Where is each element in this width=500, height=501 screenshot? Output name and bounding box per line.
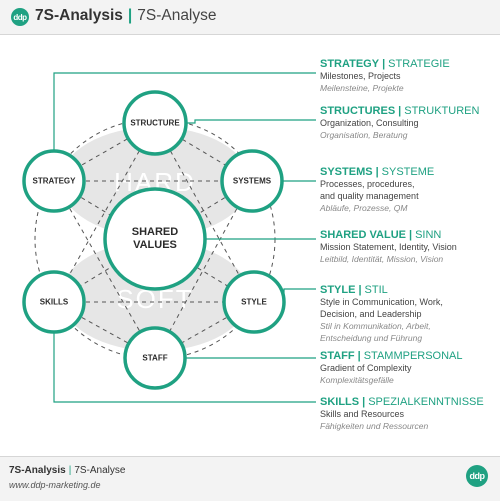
legend-systems: SYSTEMS|SYSTEME Processes, procedures, a… [320,166,498,214]
node-circles [22,90,286,390]
legend-strategy: STRATEGY|STRATEGIE Milestones, Projects … [320,58,498,94]
legend-title-en: STRUCTURES [320,105,396,117]
node-shared-values[interactable]: SHARED VALUES [110,226,200,252]
legend-desc-de: Entscheidung und Führung [320,333,423,343]
legend-title-de: SYSTEME [381,166,435,178]
legend-staff: STAFF|STAMMPERSONAL Gradient of Complexi… [320,350,498,386]
ddp-logo-icon[interactable]: ddp [11,8,29,26]
legend-desc-de: Fähigkeiten und Ressourcen [320,421,429,431]
node-strategy[interactable]: STRATEGY [32,176,76,186]
ddp-footer-logo-icon[interactable]: ddp [466,465,488,487]
shared-values-line-2: VALUES [133,239,177,251]
legend-title-de: SINN [415,229,442,241]
node-systems[interactable]: SYSTEMS [232,176,272,186]
header-bar: ddp 7S-Analysis|7S-Analyse [0,0,500,35]
legend-title-de: STAMMPERSONAL [363,350,463,362]
shared-values-line-1: SHARED [131,226,179,238]
legend-desc-en: and quality management [320,191,419,201]
legend-title-en: STAFF [320,350,355,362]
legend-desc-de: Leitbild, Identität, Mission, Vision [320,254,444,264]
legend-desc-de: Abläufe, Prozesse, QM [320,203,408,213]
strategy-circle [22,149,86,213]
legend-desc-de: Organisation, Beratung [320,130,408,140]
legend-title-en: STYLE [320,284,356,296]
legend-title-en: SYSTEMS [320,166,373,178]
title-en: 7S-Analysis [35,7,123,24]
footer-title: 7S-Analysis|7S-Analyse [9,465,125,476]
legend-desc-en: Processes, procedures, [320,179,415,189]
title-de: 7S-Analyse [137,7,217,24]
structure-circle [122,90,188,156]
legend-title-de: SPEZIALKENNTNISSE [368,396,484,408]
page-title: 7S-Analysis|7S-Analyse [35,7,217,25]
legend-desc-de: Komplexitätsgefälle [320,375,394,385]
legend-title-de: STRUKTUREN [404,105,480,117]
legend-desc-en: Skills and Resources [320,409,405,419]
soft-ellipse [60,241,250,351]
shared-values-circle [103,187,207,291]
legend-desc-en: Decision, and Leadership [320,309,422,319]
footer-url-link[interactable]: www.ddp-marketing.de [9,480,101,490]
legend-skills: SKILLS|SPEZIALKENNTNISSE Skills and Reso… [320,396,498,432]
legend-structures: STRUCTURES|STRUKTUREN Organization, Cons… [320,105,498,141]
footer-title-de: 7S-Analyse [74,465,126,476]
legend-title-de: STRATEGIE [388,58,450,70]
legend-desc-en: Milestones, Projects [320,71,401,81]
node-style[interactable]: STYLE [241,297,267,307]
legend-desc-en: Style in Communication, Work, [320,297,443,307]
legend-desc-en: Organization, Consulting [320,118,419,128]
title-separator: | [127,7,133,24]
staff-circle [123,326,187,390]
legend-title-de: STIL [364,284,388,296]
legend-connectors [53,72,316,403]
footer-title-en: 7S-Analysis [9,465,66,476]
legend-title-en: SKILLS [320,396,360,408]
legend-desc-en: Mission Statement, Identity, Vision [320,242,457,252]
footer-bar: 7S-Analysis|7S-Analyse www.ddp-marketing… [0,456,500,501]
systems-circle [220,149,284,213]
legend-desc-de: Stil in Kommunikation, Arbeit, [320,321,431,331]
legend-desc-de: Meilensteine, Projekte [320,83,404,93]
legend-style: STYLE|STIL Style in Communication, Work,… [320,284,498,344]
footer-separator: | [68,465,72,476]
style-circle [222,270,286,334]
legend-title-en: SHARED VALUE [320,229,406,241]
legend-title-en: STRATEGY [320,58,380,70]
legend-shared-value: SHARED VALUE|SINN Mission Statement, Ide… [320,229,498,265]
node-structure[interactable]: STRUCTURE [130,118,180,128]
node-skills[interactable]: SKILLS [39,297,69,307]
node-staff[interactable]: STAFF [142,353,168,363]
legend-desc-en: Gradient of Complexity [320,363,412,373]
skills-circle [22,270,86,334]
